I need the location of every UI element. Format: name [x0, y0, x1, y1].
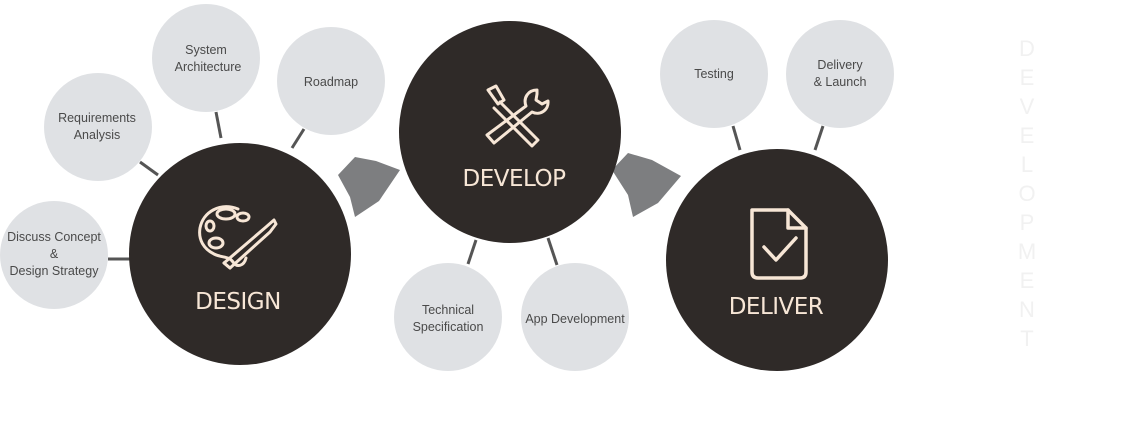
stage-deliver: DELIVER	[666, 149, 888, 371]
bubble-requirements-analysis: Requirements Analysis	[44, 73, 152, 181]
palette-icon	[198, 205, 278, 270]
stage-label-develop: DEVELOP	[463, 166, 567, 192]
side-letter: M	[1017, 239, 1037, 264]
bubble-app-development: App Development	[521, 263, 629, 371]
connector-system	[214, 111, 223, 139]
side-letter: E	[1019, 65, 1035, 90]
bubble-roadmap: Roadmap	[277, 27, 385, 135]
bubble-text-line: Discuss Concept	[7, 230, 101, 244]
bubble-text-line: System	[185, 43, 227, 57]
bubble-text-line: Analysis	[74, 128, 121, 142]
connector-delivery	[813, 125, 825, 151]
tools-icon	[485, 84, 550, 148]
side-letter: D	[1019, 36, 1035, 61]
connector-testing	[731, 125, 742, 151]
bubble-text-line: Specification	[413, 320, 484, 334]
side-letter: O	[1018, 181, 1036, 206]
bubble-text-line: Testing	[694, 67, 734, 81]
side-letter: E	[1019, 268, 1035, 293]
side-letter: L	[1020, 152, 1034, 177]
bubble-system-architecture: System Architecture	[152, 4, 260, 112]
bubble-testing: Testing	[660, 20, 768, 128]
bubble-text-line: Roadmap	[304, 75, 358, 89]
document-check-icon	[750, 208, 808, 280]
side-letter: T	[1020, 326, 1034, 351]
stage-label-design: DESIGN	[195, 289, 281, 315]
bubble-discuss-concept: Discuss Concept & Design Strategy	[0, 201, 108, 309]
bubble-text-line: & Launch	[814, 75, 867, 89]
arrow-design-develop	[338, 157, 400, 217]
bubble-text-line: Delivery	[817, 58, 863, 72]
bubble-text-line: App Development	[525, 312, 625, 326]
bubble-text-line: Requirements	[58, 111, 136, 125]
bubble-text-line: &	[50, 247, 59, 261]
connector-app	[546, 237, 559, 266]
bubble-text-line: Technical	[422, 303, 474, 317]
connector-roadmap	[290, 128, 306, 149]
side-letter: V	[1019, 94, 1035, 119]
side-letter: P	[1019, 210, 1035, 235]
bubble-text-line: Design Strategy	[10, 264, 100, 278]
connectors	[108, 111, 825, 266]
side-letter: N	[1019, 297, 1035, 322]
connector-technical	[466, 239, 478, 265]
side-letter: E	[1019, 123, 1035, 148]
stage-develop: DEVELOP	[399, 21, 621, 243]
bubble-delivery-launch: Delivery & Launch	[786, 20, 894, 128]
bubble-technical-specification: Technical Specification	[394, 263, 502, 371]
bubble-text-line: Architecture	[175, 60, 242, 74]
stage-label-deliver: DELIVER	[729, 294, 824, 320]
arrow-develop-deliver	[612, 153, 681, 217]
stage-design: DESIGN	[129, 143, 351, 365]
connector-requirements	[139, 160, 159, 177]
development-vertical-label: D E V E L O P M E N T	[1010, 34, 1044, 353]
